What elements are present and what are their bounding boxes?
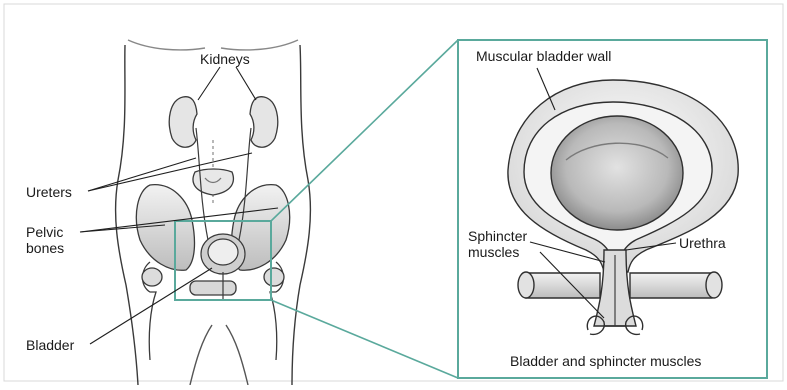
kidneys (169, 97, 277, 148)
zoom-connector-bottom (271, 300, 458, 378)
right-kidney (250, 97, 278, 148)
torso-right-outline (292, 45, 310, 385)
label-bladder: Bladder (26, 337, 74, 353)
label-kidneys: Kidneys (200, 51, 250, 67)
label-sphincter-muscles: Sphincter muscles (468, 228, 527, 260)
zoom-connector-top (271, 40, 458, 221)
label-urethra: Urethra (679, 235, 726, 251)
label-muscular-bladder-wall: Muscular bladder wall (476, 48, 611, 64)
diagram-caption: Bladder and sphincter muscles (510, 353, 701, 369)
label-ureters: Ureters (26, 184, 72, 200)
torso-left-outline (116, 45, 138, 385)
left-kidney (169, 97, 197, 148)
label-pelvic-bones: Pelvic bones (26, 224, 64, 256)
left-ilium (136, 185, 194, 271)
bladder-cavity (551, 116, 683, 230)
